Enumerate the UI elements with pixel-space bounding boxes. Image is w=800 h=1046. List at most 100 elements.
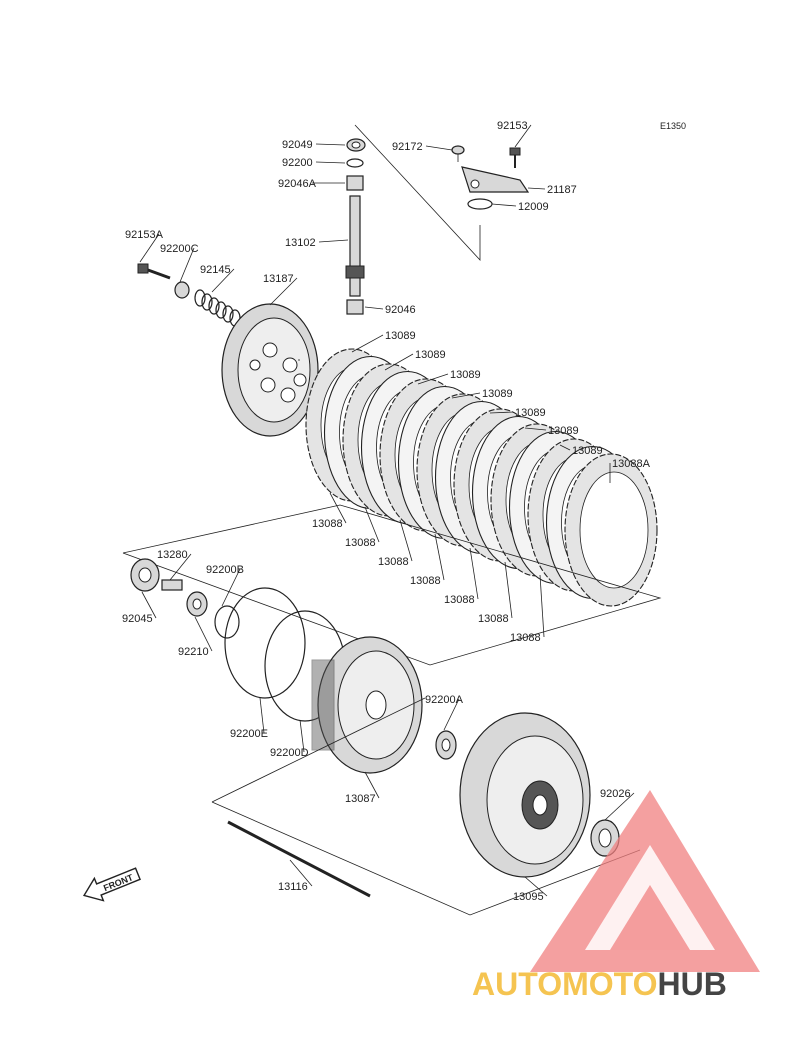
clutch-spring-shape [194, 289, 241, 327]
part-label-92045: 92045 [122, 613, 153, 625]
leader-lines [139, 124, 635, 897]
plate-inner-edge [579, 471, 649, 589]
watermark-brand: AUTOMOTOHUB [472, 966, 727, 1002]
part-label-13089-6: 13089 [548, 425, 579, 437]
part-label-13087: 13087 [345, 793, 376, 805]
pressure-plate-assembly [137, 263, 319, 437]
part-label-13088-7: 13088 [510, 632, 541, 644]
needle-bearing-upper-shape [346, 175, 364, 191]
leader-line [539, 574, 545, 638]
part-label-13089-1: 13089 [385, 330, 416, 342]
leader-line [221, 568, 241, 607]
part-labels: 920499220092046A131029204692172921532118… [122, 120, 651, 903]
part-label-13088-3: 13088 [378, 556, 409, 568]
watermark-brand-part2: HUB [657, 966, 726, 1002]
leader-line [524, 876, 548, 897]
part-label-13088-6: 13088 [478, 613, 509, 625]
stack-boundary [122, 504, 662, 666]
leader-line [318, 239, 349, 243]
leader-line [443, 698, 460, 731]
part-label-92210: 92210 [178, 646, 209, 658]
leader-line [315, 161, 346, 164]
part-label-13089-3: 13089 [450, 369, 481, 381]
part-label-13089-4: 13089 [482, 388, 513, 400]
leader-line [364, 306, 384, 310]
clutch-plate-stack [305, 348, 658, 607]
bolt-92153-head [509, 147, 521, 156]
part-label-92145: 92145 [200, 264, 231, 276]
part-label-13187: 13187 [263, 273, 294, 285]
part-label-12009: 12009 [518, 201, 549, 213]
part-label-13095: 13095 [513, 891, 544, 903]
part-label-13089-2: 13089 [415, 349, 446, 361]
leader-line [489, 411, 514, 414]
leader-line [384, 353, 414, 371]
part-label-13088-5: 13088 [444, 594, 475, 606]
leader-line [604, 792, 635, 821]
leader-line [514, 124, 532, 148]
leader-line [141, 591, 157, 619]
part-label-92200D: 92200D [270, 747, 309, 759]
leader-line [194, 616, 213, 652]
release-lever-hole [470, 179, 480, 189]
part-label-13088-1: 13088 [312, 518, 343, 530]
leader-line [299, 719, 305, 753]
release-lever-shape [461, 166, 530, 193]
spring-washer-shape [214, 605, 240, 639]
part-label-13088A: 13088A [612, 458, 651, 470]
washer-92200C-shape [174, 281, 190, 299]
leader-line [364, 771, 380, 799]
leader-line [179, 247, 195, 283]
leader-line [559, 444, 571, 451]
part-label-92200: 92200 [282, 157, 313, 169]
part-label-13088-4: 13088 [410, 575, 441, 587]
leader-line [469, 547, 479, 600]
leader-line [524, 427, 547, 431]
leader-line [451, 392, 481, 399]
push-rod-shape [227, 820, 371, 898]
part-label-92200B: 92200B [206, 564, 244, 576]
leader-line [364, 506, 380, 543]
ring-92200E-shape [224, 587, 306, 699]
leader-line [417, 373, 449, 385]
leader-line [139, 233, 160, 263]
watermark-logo: AUTOMOTOHUB [472, 790, 760, 1002]
leader-line [289, 859, 313, 887]
front-arrow: FRONT [82, 867, 141, 902]
oil-seal-inner [351, 141, 361, 149]
washer-shape [346, 158, 364, 168]
part-label-92200A: 92200A [425, 694, 464, 706]
pusher-shape [161, 579, 183, 591]
release-shaft-shape [349, 195, 361, 297]
leader-line [504, 561, 513, 619]
plate-12009-shape [467, 198, 493, 210]
part-label-92153: 92153 [497, 120, 528, 132]
leader-line [527, 187, 546, 190]
leader-line [315, 143, 346, 146]
leader-line [211, 268, 235, 293]
part-label-21187: 21187 [547, 184, 577, 196]
diagram-code: E1350 [660, 121, 686, 131]
part-label-92049: 92049 [282, 139, 313, 151]
part-label-13089-5: 13089 [515, 407, 546, 419]
part-label-92172: 92172 [392, 141, 423, 153]
needle-bearing-lower-shape [346, 299, 364, 315]
leader-line [425, 145, 453, 151]
leader-line [259, 697, 265, 734]
leader-line [169, 553, 192, 581]
part-label-92046: 92046 [385, 304, 416, 316]
leader-line [269, 277, 298, 306]
leader-line [491, 203, 517, 207]
inner-hub-assembly [130, 558, 641, 916]
part-label-13089-7: 13089 [572, 445, 603, 457]
part-label-92200C: 92200C [160, 243, 199, 255]
part-label-92026: 92026 [600, 788, 631, 800]
leader-line [329, 492, 347, 524]
screw-92172-shape [451, 145, 465, 155]
pressure-plate-face [237, 317, 311, 423]
leader-line [399, 519, 413, 562]
part-label-92153A: 92153A [125, 229, 164, 241]
release-shaft-assembly [345, 124, 530, 315]
leader-line [434, 533, 445, 581]
